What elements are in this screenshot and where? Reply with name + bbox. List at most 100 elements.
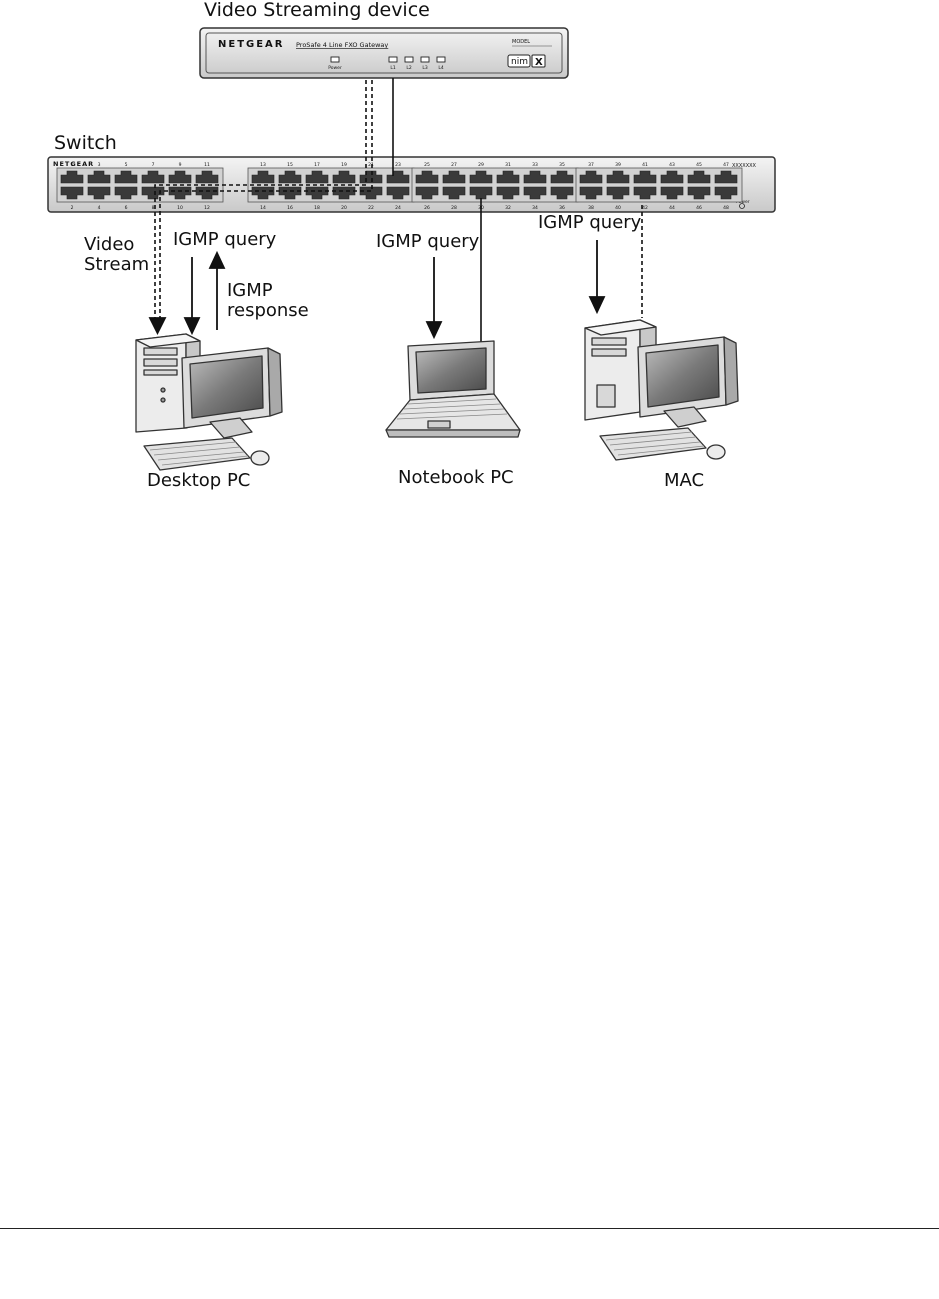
- switch-port-23: [386, 170, 410, 184]
- switch-port-46: [687, 186, 711, 200]
- switch-port-number: 31: [505, 162, 511, 168]
- switch-port-number: 17: [314, 162, 320, 168]
- gateway-led-label: Power: [328, 65, 342, 71]
- switch-port-number: 21: [368, 162, 374, 168]
- switch-port-number: 6: [125, 205, 128, 211]
- switch-port-36: [550, 186, 574, 200]
- gateway-led-l1: [388, 56, 398, 63]
- gateway-led-label: L2: [406, 65, 412, 71]
- switch-port-30: [469, 186, 493, 200]
- switch-port-number: 12: [204, 205, 210, 211]
- switch-port-1: [60, 170, 84, 184]
- switch-port-43: [660, 170, 684, 184]
- switch-port-number: 44: [669, 205, 675, 211]
- switch-port-7: [141, 170, 165, 184]
- video-stream-label-line2: Stream: [84, 254, 150, 275]
- switch-port-13: [251, 170, 275, 184]
- switch-port-35: [550, 170, 574, 184]
- switch-port-number: 45: [696, 162, 702, 168]
- switch-port-5: [114, 170, 138, 184]
- switch-port-11: [195, 170, 219, 184]
- switch-port-2: [60, 186, 84, 200]
- mac-label: MAC: [664, 470, 705, 491]
- switch-port-number: 11: [204, 162, 210, 168]
- switch-port-33: [523, 170, 547, 184]
- gateway-led-l3: [420, 56, 430, 63]
- switch-power-icon: [739, 203, 745, 209]
- switch-port-number: 39: [615, 162, 621, 168]
- mac-desktop-icon: [584, 319, 739, 461]
- switch-port-number: 2: [71, 205, 74, 211]
- switch-port-number: 26: [424, 205, 430, 211]
- switch-port-20: [332, 186, 356, 200]
- switch-port-40: [606, 186, 630, 200]
- switch-power-label: Power: [736, 199, 750, 205]
- switch-port-number: 20: [341, 205, 347, 211]
- gateway-product: ProSafe 4 Line FXO Gateway: [296, 41, 388, 49]
- switch-port-number: 13: [260, 162, 266, 168]
- switch-port-number: 28: [451, 205, 457, 211]
- switch-port-15: [278, 170, 302, 184]
- switch-port-17: [305, 170, 329, 184]
- switch-port-number: 14: [260, 205, 266, 211]
- gateway-model-suffix: X: [535, 57, 543, 68]
- switch-port-group: [411, 167, 579, 203]
- switch-port-number: 48: [723, 205, 729, 211]
- switch-port-32: [496, 186, 520, 200]
- cables: [154, 78, 643, 342]
- switch-port-28: [442, 186, 466, 200]
- switch-port-48: [714, 186, 738, 200]
- video-stream-arrow: [148, 317, 167, 336]
- switch-port-number: 25: [424, 162, 430, 168]
- switch-port-number: 24: [395, 205, 401, 211]
- footer-rule: [0, 1228, 939, 1229]
- switch-port-6: [114, 186, 138, 200]
- switch-port-number: 47: [723, 162, 729, 168]
- switch-port-42: [633, 186, 657, 200]
- switch-port-29: [469, 170, 493, 184]
- arrows: [148, 240, 606, 340]
- switch-port-26: [415, 186, 439, 200]
- switch-port-number: 41: [642, 162, 648, 168]
- gateway-device: NETGEAR ProSafe 4 Line FXO Gateway MODEL…: [199, 27, 569, 79]
- notebook-query-arrow: [425, 321, 443, 340]
- gateway-model-name: nim: [511, 57, 528, 67]
- video-stream-path-2: [159, 80, 373, 330]
- switch-port-group: [575, 167, 743, 203]
- switch-port-number: 33: [532, 162, 538, 168]
- igmp-response-label-line1: IGMP: [227, 280, 273, 301]
- gateway-led-label: L3: [422, 65, 428, 71]
- video-stream-label-line1: Video: [84, 234, 135, 255]
- switch-port-45: [687, 170, 711, 184]
- notebook-pc-label: Notebook PC: [398, 467, 514, 488]
- desktop-response-arrow: [208, 250, 226, 269]
- video-stream-path-1: [154, 80, 367, 330]
- switch-port-37: [579, 170, 603, 184]
- switch-port-number: 38: [588, 205, 594, 211]
- switch-port-number: 10: [177, 205, 183, 211]
- switch-port-group: [56, 167, 224, 203]
- switch-port-25: [415, 170, 439, 184]
- switch-port-24: [386, 186, 410, 200]
- mac-query-arrow: [588, 296, 606, 315]
- switch-port-number: 46: [696, 205, 702, 211]
- mac-igmp-query-label: IGMP query: [538, 212, 642, 233]
- switch-ports: [56, 167, 743, 203]
- switch-port-22: [359, 186, 383, 200]
- switch-port-number: 3: [98, 162, 101, 168]
- gateway-led-l2: [404, 56, 414, 63]
- switch-port-number: 35: [559, 162, 565, 168]
- desktop-pc-label: Desktop PC: [147, 470, 251, 491]
- switch-port-number: 4: [98, 205, 101, 211]
- switch-port-number: 36: [559, 205, 565, 211]
- switch-port-number: 40: [615, 205, 621, 211]
- switch-port-8: [141, 186, 165, 200]
- switch-port-number: 43: [669, 162, 675, 168]
- switch-port-number: 22: [368, 205, 374, 211]
- switch-port-9: [168, 170, 192, 184]
- switch-port-12: [195, 186, 219, 200]
- switch-port-18: [305, 186, 329, 200]
